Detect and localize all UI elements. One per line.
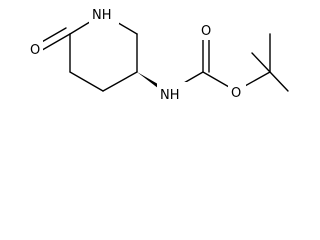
- bond-c4-c5: [69, 71, 104, 92]
- atom-label-bg: [157, 82, 187, 104]
- bond-tbu-me-3: [251, 52, 271, 73]
- ester-oxygen-label: O: [231, 86, 241, 101]
- carbamate-nitrogen-label: NH: [160, 88, 180, 103]
- ring-carbonyl-oxygen-label: O: [30, 43, 40, 58]
- bond-c3-c4: [102, 71, 138, 92]
- atom-label-bg: [89, 2, 119, 24]
- atom-label-bg: [27, 38, 43, 58]
- atom-label-bg: [198, 20, 216, 40]
- atom-label-bg: [228, 82, 246, 102]
- ring-nitrogen-label: NH: [92, 8, 112, 23]
- carbamate-carbonyl-oxygen-label: O: [201, 24, 211, 39]
- chemical-structure: O NH NH O O: [27, 2, 289, 104]
- bond-tbu-me-2: [269, 71, 289, 92]
